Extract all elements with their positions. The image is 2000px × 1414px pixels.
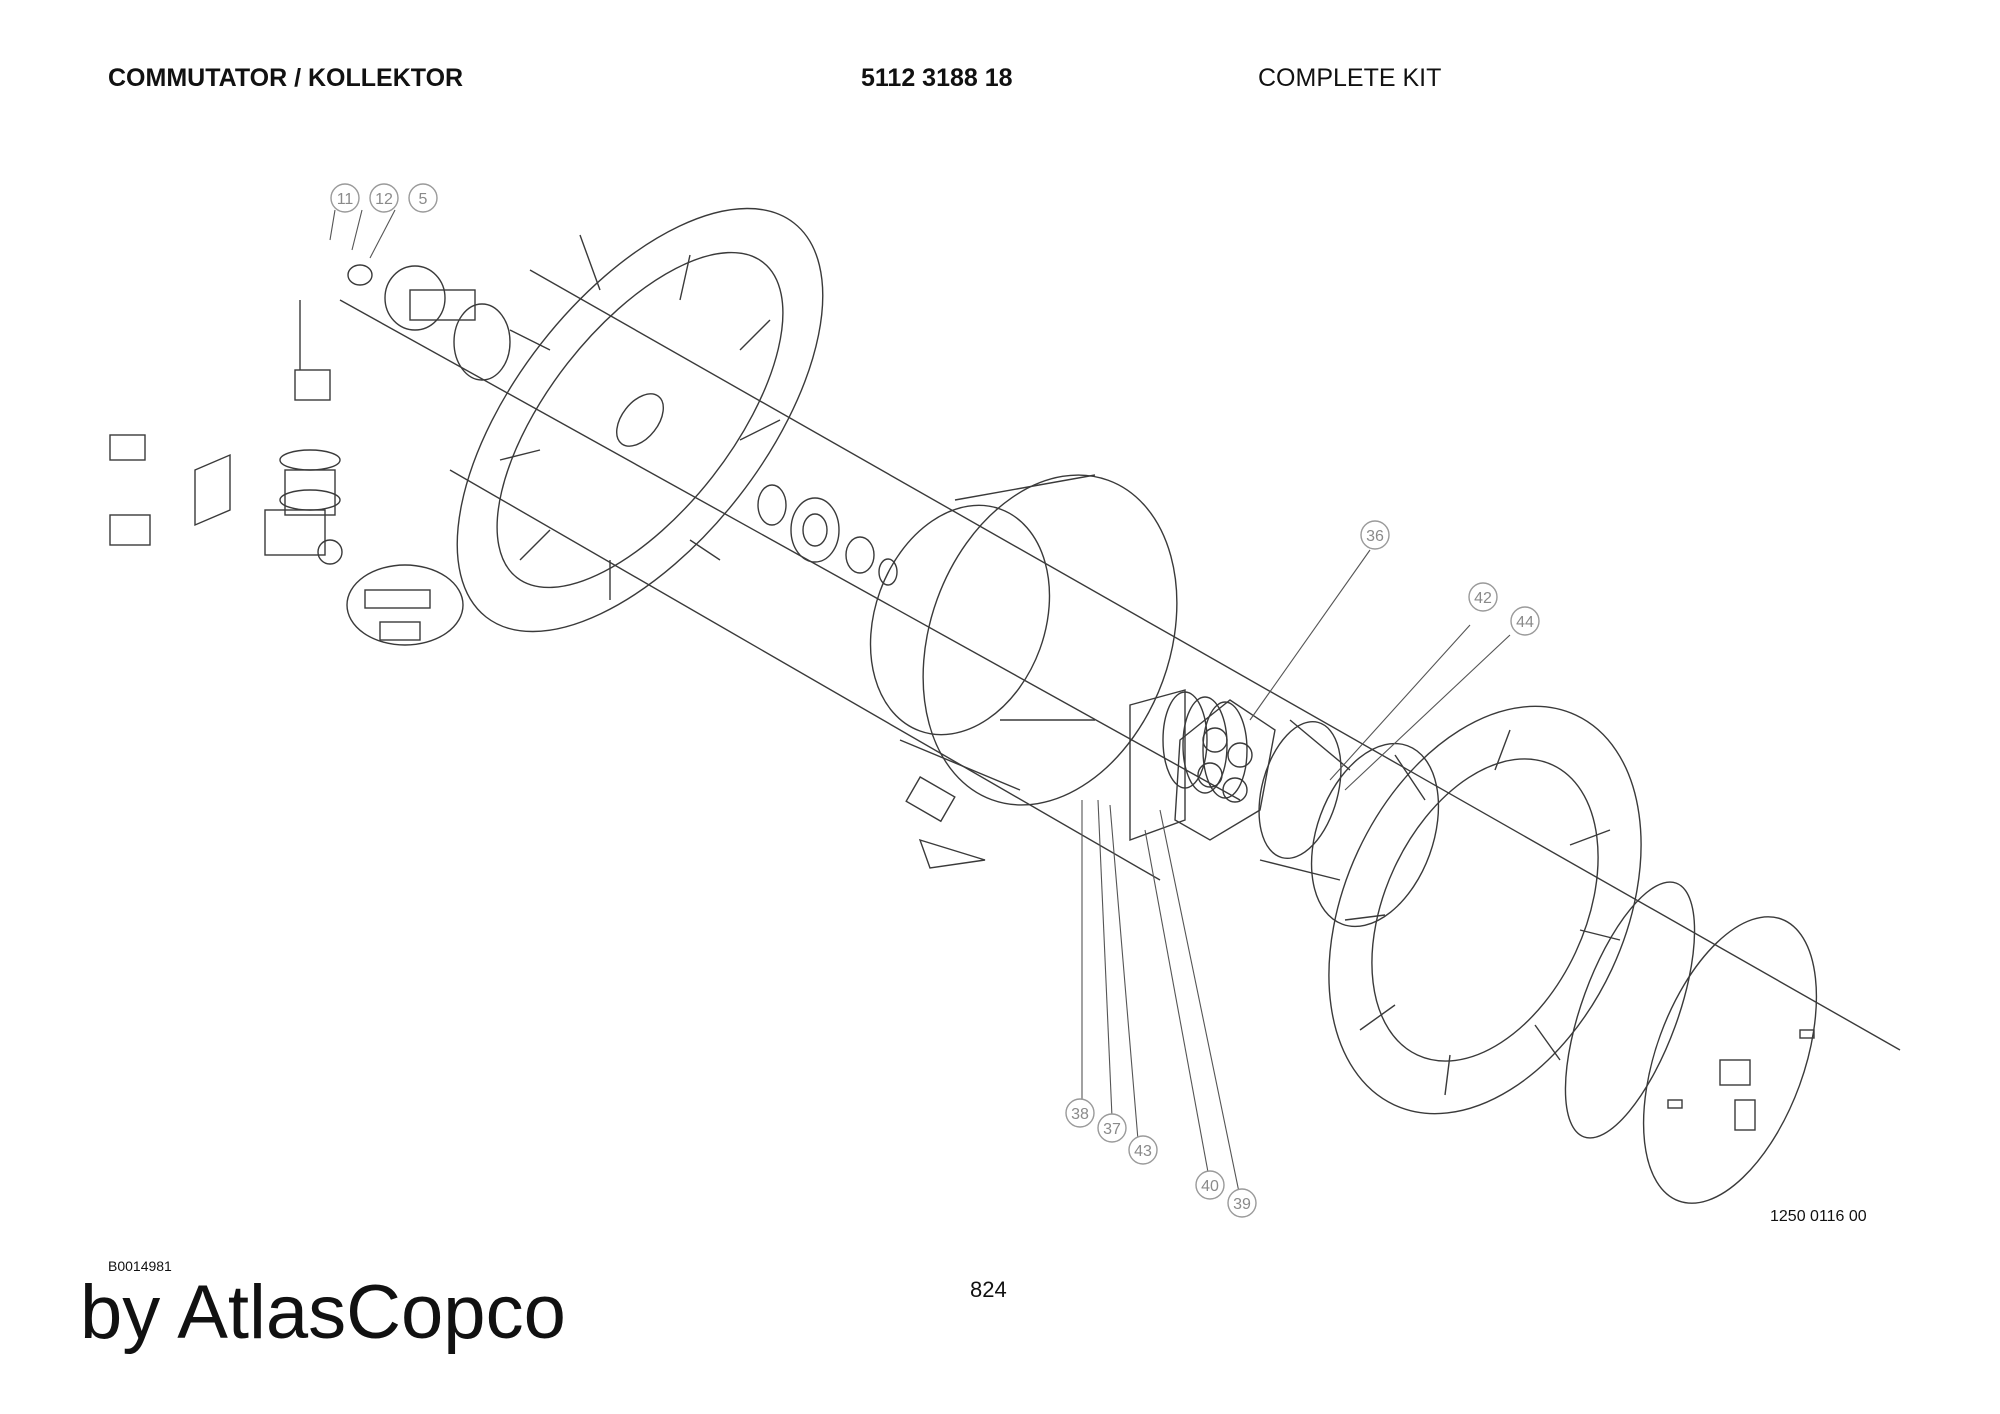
left-flange: [456, 207, 824, 633]
callout-label: 42: [1474, 590, 1492, 607]
callout-label: 38: [1071, 1106, 1089, 1123]
callout-43: 43: [1128, 1135, 1158, 1165]
bearing-stack: [757, 484, 898, 586]
callout-38: 38: [1065, 1098, 1095, 1128]
side-bracket: [109, 434, 231, 546]
axis-line: [449, 469, 1161, 881]
shaft-parts: [347, 264, 511, 381]
callout-39: 39: [1227, 1188, 1257, 1218]
document-id: B0014981: [108, 1258, 172, 1274]
axis-line: [529, 269, 1901, 1051]
callout-5: 5: [408, 183, 438, 213]
part-number: 5112 3188 18: [861, 64, 1013, 92]
callout-42: 42: [1468, 582, 1498, 612]
brand-footer: by AtlasCopco: [80, 1270, 566, 1355]
callout-label: 5: [419, 191, 428, 208]
callout-36: 36: [1360, 520, 1390, 550]
page-title: COMMUTATOR / KOLLEKTOR: [108, 64, 464, 92]
callout-label: 36: [1366, 528, 1384, 545]
page-number: 824: [970, 1277, 1007, 1302]
callout-label: 11: [337, 191, 354, 208]
callout-label: 39: [1233, 1196, 1251, 1213]
leader-lines: [329, 209, 1511, 1198]
callout-12: 12: [369, 183, 399, 213]
figure-reference: 1250 0116 00: [1770, 1208, 1867, 1225]
callout-40: 40: [1195, 1170, 1225, 1200]
slip-ring-unit: [1129, 689, 1276, 841]
gearbox-assembly: [264, 300, 343, 565]
right-flange: [1328, 705, 1642, 1115]
drum: [869, 474, 1178, 806]
cone-part: [905, 776, 986, 869]
kit-description: COMPLETE KIT: [1258, 64, 1442, 92]
callout-label: 43: [1134, 1143, 1152, 1160]
callout-44: 44: [1510, 606, 1540, 636]
callout-37: 37: [1097, 1113, 1127, 1143]
callout-label: 37: [1103, 1121, 1121, 1138]
end-disk: [1564, 881, 1818, 1204]
axis-line: [339, 299, 1241, 801]
drive-chain: [346, 564, 464, 646]
callout-label: 44: [1516, 614, 1534, 631]
callout-label: 12: [375, 191, 393, 208]
cover-cylinder: [1258, 719, 1440, 928]
callout-label: 40: [1201, 1178, 1219, 1195]
callout-11: 11: [330, 183, 360, 213]
